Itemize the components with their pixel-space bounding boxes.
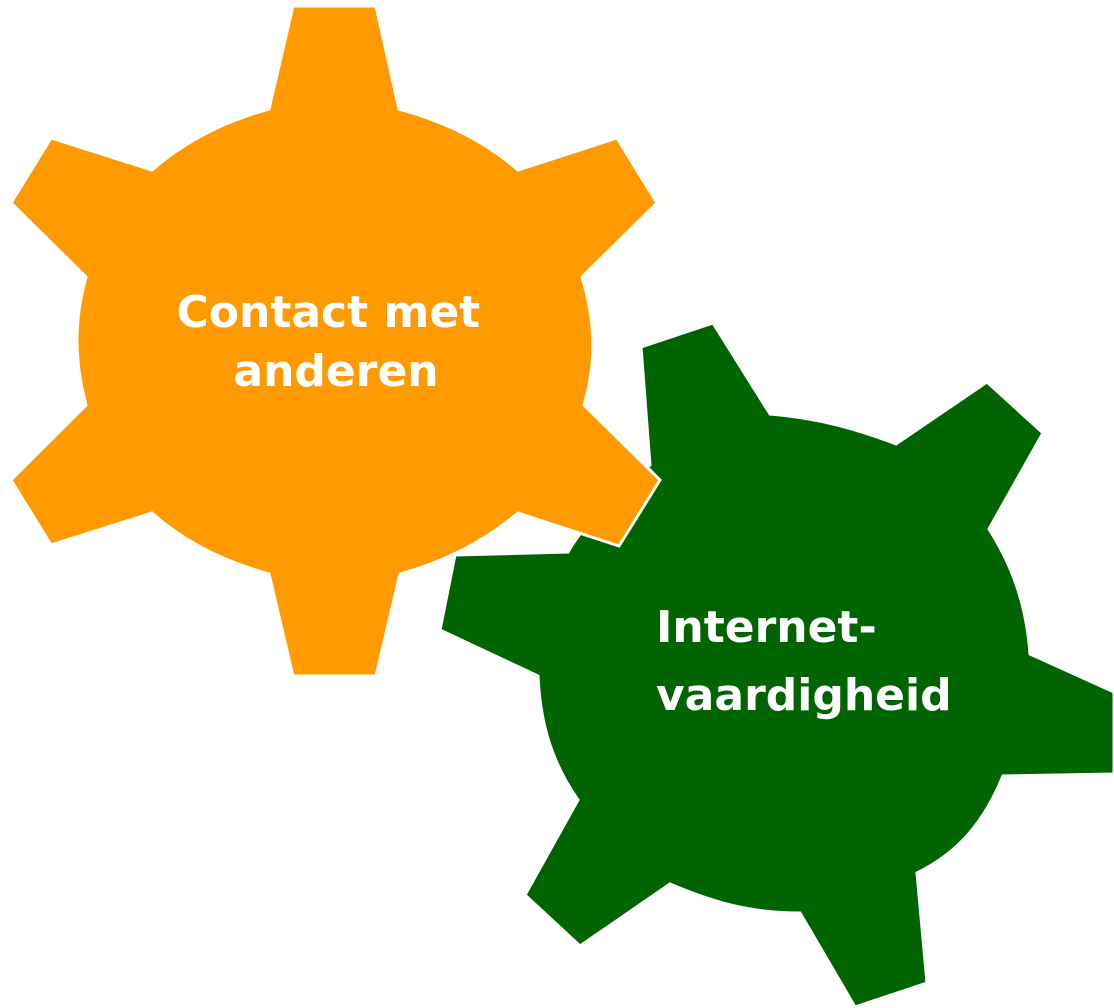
gear-orange: Contact met anderen (9, 4, 662, 678)
gear-orange-label-line-1: Contact met (176, 287, 480, 338)
gear-green-label-line-1: Internet- (656, 602, 877, 653)
gear-orange-shape (9, 4, 662, 678)
gear-orange-label: Contact met anderen (176, 287, 495, 397)
gear-green-label: Internet- vaardigheid (656, 602, 952, 721)
gear-orange-label-line-2: anderen (233, 346, 438, 397)
gear-green: Internet- vaardigheid (438, 321, 1114, 1008)
gear-green-shape (438, 321, 1114, 1008)
gear-green-label-line-2: vaardigheid (656, 670, 952, 721)
